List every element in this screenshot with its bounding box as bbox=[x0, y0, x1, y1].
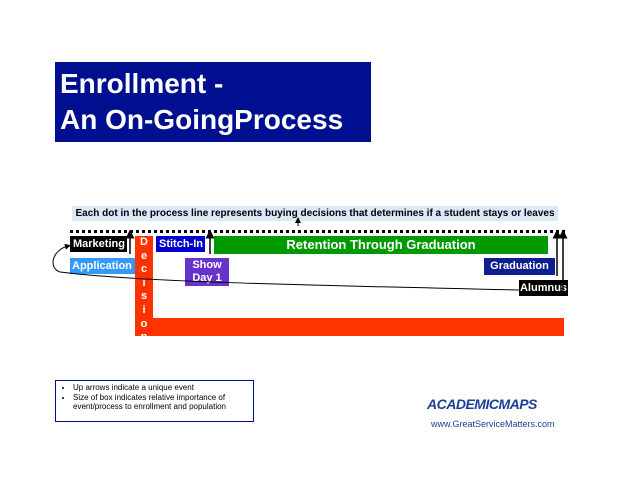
legend-item-2: Size of box indicates relative importanc… bbox=[73, 393, 250, 412]
show-day-line-1: Show bbox=[192, 259, 222, 271]
process-note: Each dot in the process line represents … bbox=[72, 206, 558, 221]
decision-letter: i bbox=[142, 303, 146, 316]
decision-letter: i bbox=[142, 276, 146, 289]
alumnus-box: Alumnus bbox=[519, 280, 568, 296]
academicmaps-logo: ACADEMICMAPS bbox=[427, 396, 537, 412]
legend-item-1: Up arrows indicate a unique event bbox=[73, 383, 250, 393]
logo-url[interactable]: www.GreatServiceMatters.com bbox=[431, 419, 555, 429]
decision-letter: D bbox=[140, 236, 148, 248]
decision-letter: c bbox=[140, 263, 148, 276]
title-line-1: Enrollment - bbox=[60, 68, 224, 99]
title-line-2: An On-GoingProcess bbox=[60, 104, 344, 135]
show-day-box: Show Day 1 bbox=[185, 258, 229, 286]
decision-letter: e bbox=[140, 249, 148, 262]
decision-letter: o bbox=[140, 317, 148, 330]
decision-letter: n bbox=[140, 331, 148, 344]
return-loop-line bbox=[52, 243, 520, 291]
decision-baseline-bar bbox=[153, 318, 564, 336]
title-box: Enrollment - An On-GoingProcess bbox=[55, 62, 371, 142]
legend-box: Up arrows indicate a unique event Size o… bbox=[55, 380, 254, 422]
decision-column bbox=[135, 236, 153, 336]
graduation-box: Graduation bbox=[484, 258, 555, 275]
retention-box: Retention Through Graduation bbox=[214, 236, 548, 254]
marketing-box: Marketing bbox=[70, 236, 127, 252]
decision-letter: s bbox=[140, 290, 148, 303]
process-dotted-line bbox=[70, 230, 565, 233]
stitch-in-box: Stitch-In bbox=[156, 236, 205, 252]
application-box: Application bbox=[70, 258, 135, 274]
